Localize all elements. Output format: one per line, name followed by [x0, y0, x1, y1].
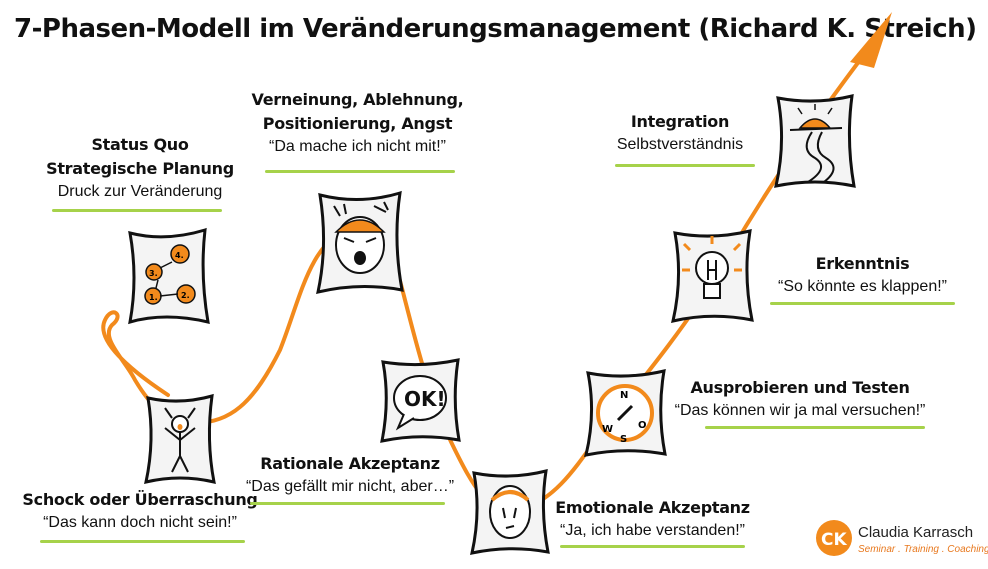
- phase-subtitle: “Das kann doch nicht sein!”: [43, 514, 237, 531]
- phase-subtitle: “So könnte es klappen!”: [778, 278, 947, 295]
- plan-step-label: 1.: [149, 293, 158, 302]
- compass-n-label: N: [620, 390, 628, 401]
- shock-figure-icon: [144, 393, 216, 485]
- phase-subtitle: “Da mache ich nicht mit!”: [269, 138, 446, 155]
- reflective-face-icon: [470, 468, 550, 555]
- logo-name: Claudia Karrasch: [858, 524, 974, 541]
- ck-logo-icon: CK: [816, 520, 852, 556]
- phase-ausprobieren: Ausprobieren und Testen “Das können wir …: [665, 376, 935, 422]
- compass-s-label: S: [620, 434, 627, 445]
- underline: [52, 209, 222, 212]
- road-sunrise-icon: [774, 94, 856, 188]
- phase-subtitle: Selbstverständnis: [616, 136, 744, 153]
- phase-subtitle: Druck zur Veränderung: [57, 183, 223, 200]
- page-title: 7-Phasen-Modell im Veränderungsmanagemen…: [14, 14, 977, 44]
- phase-subtitle: “Das können wir ja mal versuchen!”: [674, 402, 926, 419]
- plan-step-label: 2.: [181, 291, 190, 300]
- phase-rationale: Rationale Akzeptanz “Das gefällt mir nic…: [245, 452, 455, 498]
- ok-bubble-icon: OK!: [380, 358, 461, 443]
- underline: [705, 426, 925, 429]
- underline: [250, 502, 445, 505]
- plan-step-label: 3.: [149, 269, 158, 278]
- underline: [40, 540, 245, 543]
- phase-heading: Positionierung, Angst: [262, 114, 453, 133]
- compass-icon: N W O S: [583, 369, 667, 457]
- underline: [615, 164, 755, 167]
- phase-heading: Integration: [630, 112, 730, 131]
- phase-emotionale: Emotionale Akzeptanz “Ja, ich habe verst…: [550, 496, 755, 542]
- logo-tagline: Seminar . Training . Coaching: [858, 544, 988, 555]
- phase-status-quo: Status Quo Strategische Planung Druck zu…: [40, 133, 240, 203]
- phase-heading: Rationale Akzeptanz: [260, 454, 440, 473]
- phase-subtitle: “Das gefällt mir nicht, aber…”: [245, 478, 455, 495]
- phase-verneinung: Verneinung, Ablehnung, Positionierung, A…: [245, 88, 470, 158]
- ok-bubble-text: OK!: [404, 387, 446, 411]
- light-bulb-icon: [671, 229, 754, 323]
- phase-heading: Strategische Planung: [46, 159, 234, 178]
- phase-heading: Schock oder Überraschung: [22, 490, 258, 509]
- phase-heading: Ausprobieren und Testen: [690, 378, 910, 397]
- angry-face-icon: [316, 190, 404, 295]
- phase-integration: Integration Selbstverständnis: [600, 110, 760, 156]
- phase-schock: Schock oder Überraschung “Das kann doch …: [20, 488, 260, 534]
- arrow-head-icon: [850, 12, 892, 68]
- phase-erkenntnis: Erkenntnis “So könnte es klappen!”: [765, 252, 960, 298]
- underline: [265, 170, 455, 173]
- phase-heading: Verneinung, Ablehnung,: [251, 90, 464, 109]
- phase-subtitle: “Ja, ich habe verstanden!”: [560, 522, 745, 539]
- compass-w-label: W: [602, 424, 613, 435]
- logo-initials: CK: [821, 530, 847, 550]
- underline: [770, 302, 955, 305]
- plan-step-label: 4.: [175, 251, 184, 260]
- compass-o-label: O: [638, 420, 647, 431]
- phase-heading: Erkenntnis: [815, 254, 910, 273]
- plan-icon: 1. 2. 3. 4.: [128, 227, 210, 325]
- phase-heading: Status Quo: [91, 135, 189, 154]
- underline: [560, 545, 745, 548]
- phase-heading: Emotionale Akzeptanz: [555, 498, 750, 517]
